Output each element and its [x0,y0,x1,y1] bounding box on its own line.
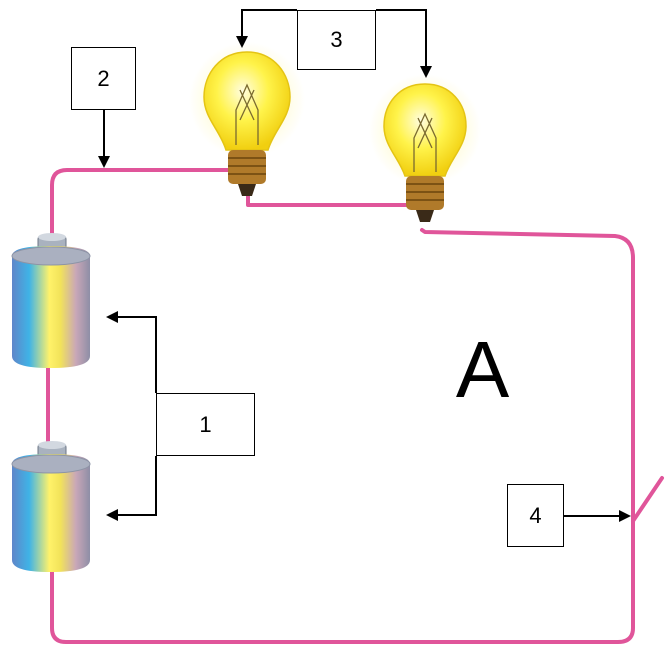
label-box-1: 1 [156,393,255,456]
wire-top-left [50,168,237,248]
callout-arrows [103,9,620,517]
light-bulb-icon [369,74,481,222]
battery-icon [11,441,91,572]
wire-bottom [50,519,635,644]
arrowheads [98,36,631,522]
switch-icon [631,476,664,523]
label-box-3: 3 [297,10,376,70]
battery-icon [11,233,91,368]
circuit-label: A [455,325,510,414]
label-3-text: 3 [330,27,343,52]
label-box-2: 2 [71,47,136,110]
label-4-text: 4 [529,502,542,528]
label-1-text: 1 [199,411,212,437]
wire-right [420,228,635,524]
light-bulb-icon [189,42,305,196]
arrow-1-bracket [116,316,157,516]
label-box-4: 4 [507,484,564,547]
label-2-text: 2 [97,65,110,91]
arrow-3-bracket [241,9,427,68]
wire-between-bulbs [246,194,422,214]
wire [46,168,635,644]
